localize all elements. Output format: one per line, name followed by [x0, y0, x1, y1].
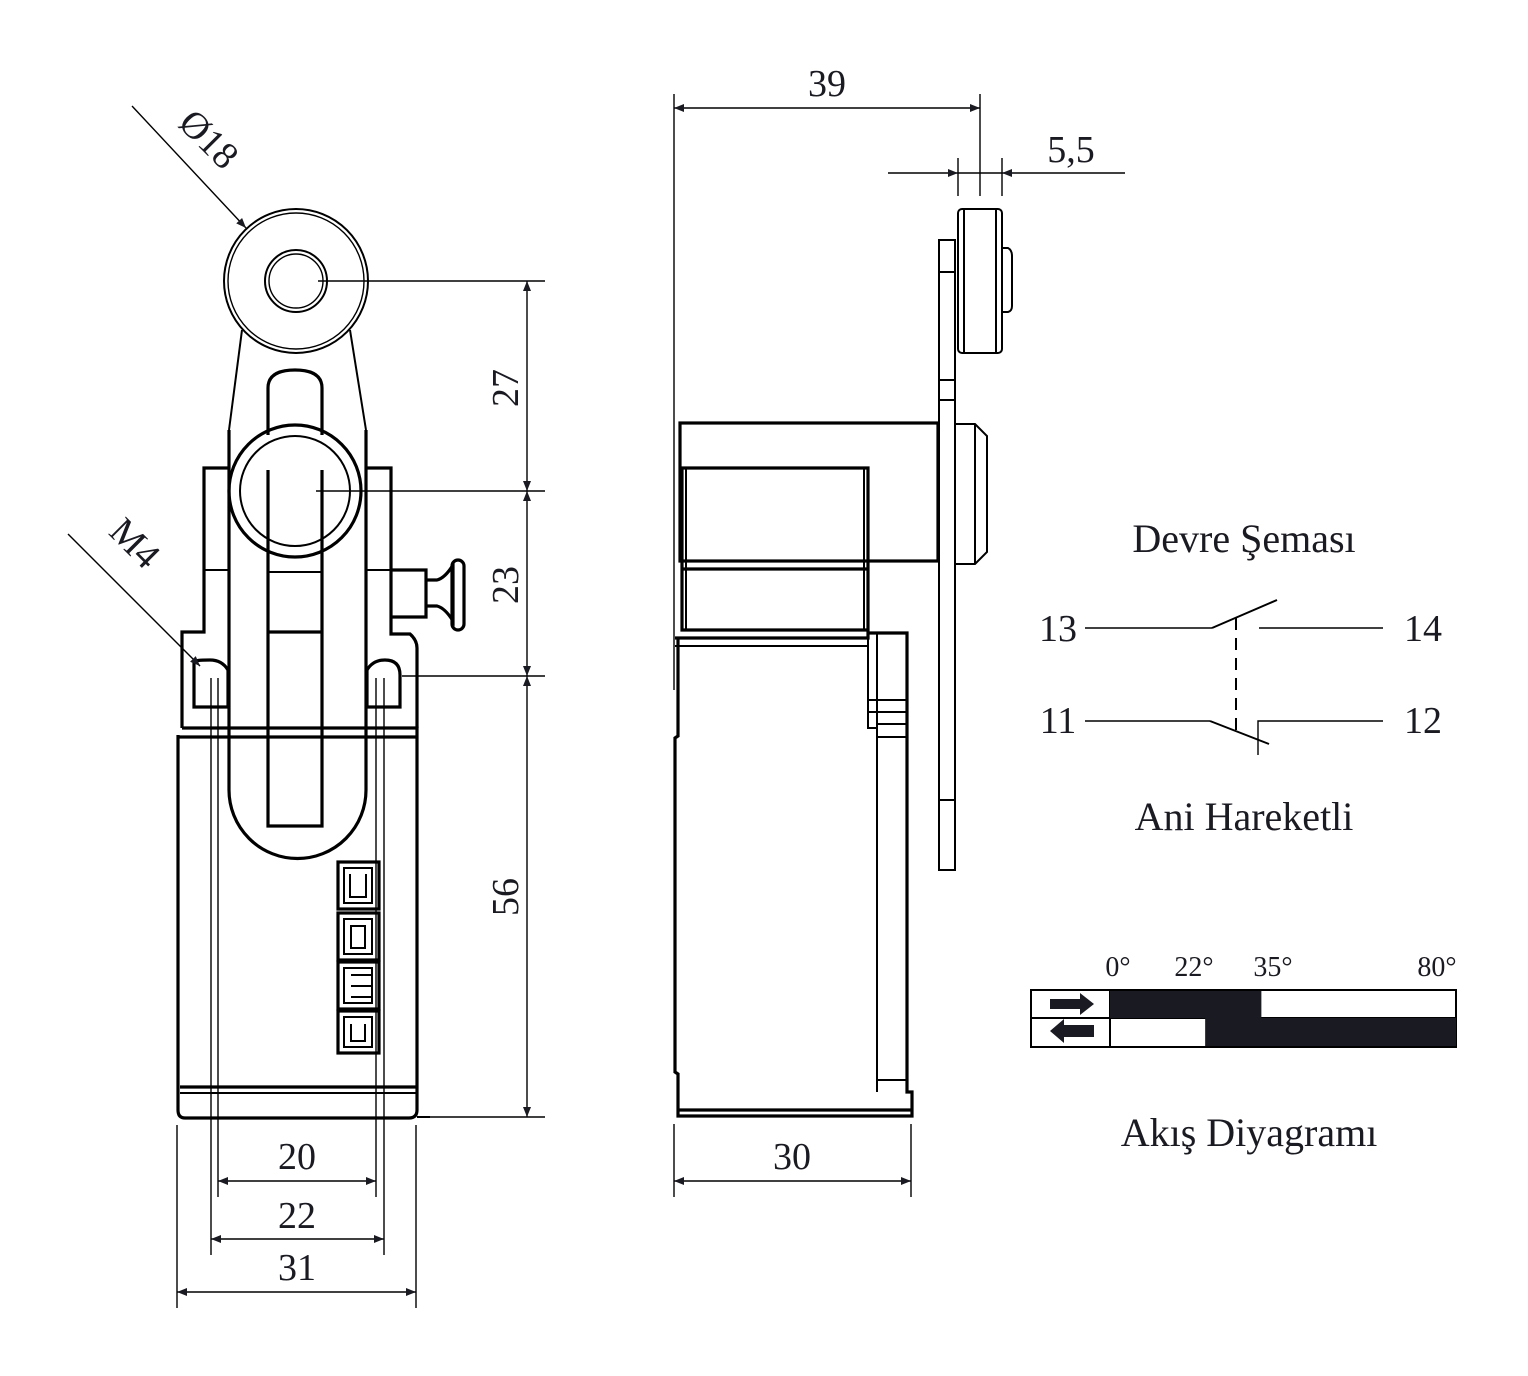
dim-27: 27	[485, 369, 527, 407]
circuit-title: Devre Şeması	[1132, 516, 1355, 561]
mount-slot-right	[365, 658, 402, 709]
lever-plate-side	[938, 239, 956, 871]
dim-20: 20	[278, 1136, 316, 1178]
return-closed-bar	[1205, 1018, 1456, 1046]
roller-side	[957, 208, 1003, 354]
dim-22: 22	[278, 1195, 316, 1237]
body-side	[673, 631, 914, 1118]
dim-56: 56	[485, 878, 527, 916]
front-view: 27 23 56 20 22 31 Ø18 M4	[67, 102, 545, 1308]
flow-diagram: 0° 22° 35° 80° Akış Diyagramı	[1030, 952, 1457, 1155]
flow-title: Akış Diyagramı	[1121, 1110, 1378, 1155]
vertical-dimensions: 27 23 56	[485, 281, 531, 1117]
lever-arm	[227, 329, 368, 861]
head-side	[678, 421, 940, 563]
terminal-11: 11	[1040, 700, 1077, 742]
angle-label-35: 35°	[1253, 952, 1292, 983]
forward-closed-bar	[1110, 991, 1262, 1018]
horizontal-dimensions: 20 22 31	[177, 1136, 416, 1296]
side-view: 39 5,5 30	[673, 63, 1125, 1197]
angle-label-22: 22°	[1174, 952, 1213, 983]
terminal-13: 13	[1039, 608, 1077, 650]
switch-body	[176, 726, 430, 1120]
emas-logo	[336, 860, 381, 1055]
dim-30: 30	[773, 1136, 811, 1178]
terminal-12: 12	[1404, 700, 1442, 742]
arrow-right-icon	[1050, 993, 1094, 1015]
dim-diameter-18: Ø18	[170, 102, 246, 178]
dim-m4: M4	[101, 510, 168, 577]
circuit-diagram: Devre Şeması Ani Hareketli 13 14 11 12	[1039, 516, 1442, 839]
angle-label-80: 80°	[1417, 952, 1456, 983]
leader-dimensions: Ø18 M4	[67, 102, 247, 667]
dim-39: 39	[808, 63, 846, 105]
front-extension-lines	[176, 280, 545, 1308]
dim-5-5: 5,5	[1047, 129, 1095, 171]
dim-31: 31	[278, 1247, 316, 1289]
dim-23: 23	[485, 566, 527, 604]
angle-label-0: 0°	[1105, 952, 1130, 983]
terminal-14: 14	[1404, 608, 1442, 650]
circuit-subtitle: Ani Hareketli	[1135, 794, 1354, 839]
arrow-left-icon	[1050, 1019, 1094, 1043]
